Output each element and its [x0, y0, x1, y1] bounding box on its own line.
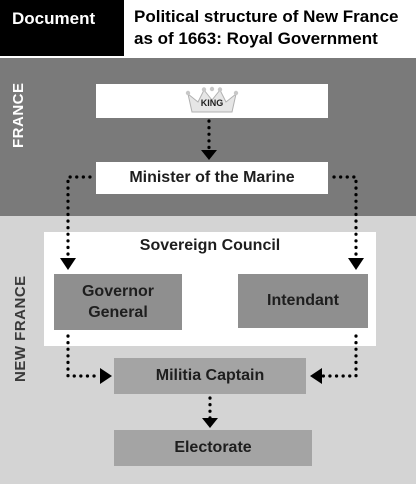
militia-captain-node: Militia Captain — [114, 358, 306, 394]
minister-node: Minister of the Marine — [96, 162, 328, 194]
electorate-node: Electorate — [114, 430, 312, 466]
new-france-label: NEW FRANCE — [12, 275, 29, 382]
france-label: FRANCE — [10, 82, 27, 149]
intendant-node: Intendant — [238, 274, 368, 328]
document-tag: Document — [0, 0, 124, 56]
king-node: KING — [96, 84, 328, 118]
diagram-title: Political structure of New France as of … — [134, 7, 399, 48]
king-label: KING — [200, 98, 224, 108]
sovereign-council-label: Sovereign Council — [139, 237, 281, 254]
crown-icon: KING — [184, 86, 240, 116]
governor-line-1: Governor — [81, 283, 154, 300]
document-tag-label: Document — [12, 9, 96, 28]
governor-line-2: General — [88, 304, 148, 321]
